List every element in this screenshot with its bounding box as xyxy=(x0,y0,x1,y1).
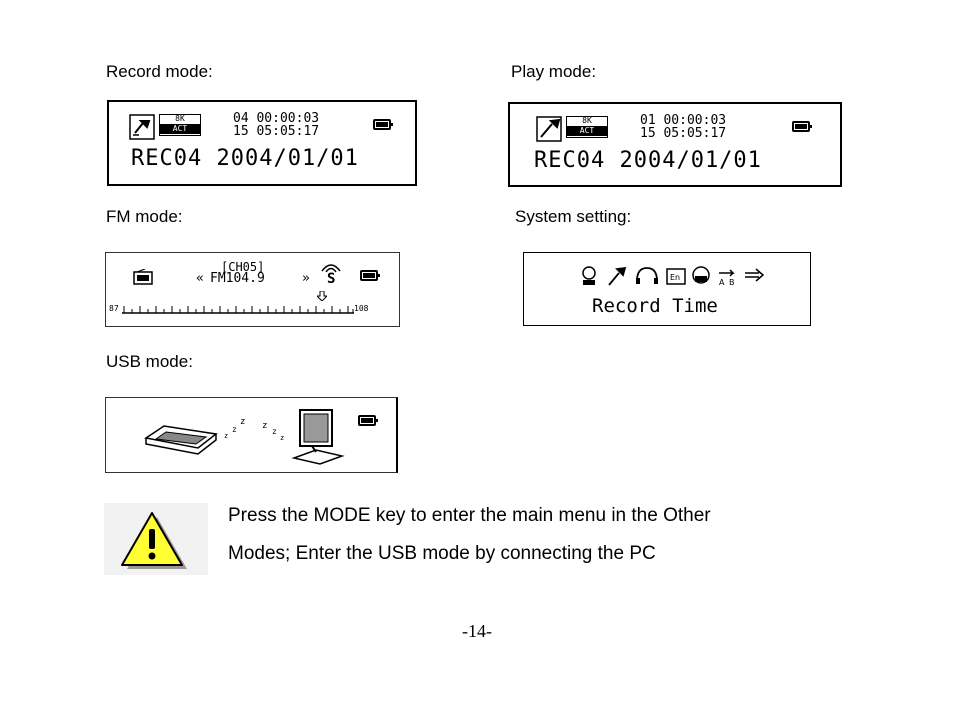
usb-mode-screen: z z z z z z xyxy=(105,397,398,473)
battery-icon xyxy=(373,119,393,130)
quality-badge: 8K ACT xyxy=(159,114,201,136)
record-mode-label: Record mode: xyxy=(106,62,213,81)
play-mode-label: Play mode: xyxy=(511,62,597,81)
scale-max: 108 xyxy=(354,304,369,313)
pen-play-icon xyxy=(536,116,562,142)
record-counter-line1: 04 00:00:03 xyxy=(233,111,320,126)
radio-icon xyxy=(133,269,153,285)
fm-frequency-right-arrows: » xyxy=(302,271,310,286)
bitrate-text: 8K xyxy=(567,117,607,127)
frequency-scale xyxy=(122,306,354,314)
svg-text:z: z xyxy=(272,427,277,436)
svg-text:z: z xyxy=(240,417,245,427)
act-text: ACT xyxy=(160,125,200,134)
data-transfer-icon: z z z z z z xyxy=(224,417,284,442)
svg-text:B: B xyxy=(729,278,735,287)
play-counter-line1: 01 00:00:03 xyxy=(640,113,727,128)
svg-text:z: z xyxy=(224,432,228,440)
bitrate-text: 8K xyxy=(160,115,200,125)
note-line2: Modes; Enter the USB mode by connecting … xyxy=(228,543,656,564)
svg-text:En: En xyxy=(670,273,680,282)
battery-icon xyxy=(360,270,380,281)
language-icon: En xyxy=(666,268,686,285)
svg-text:z: z xyxy=(232,425,237,434)
page-number: -14- xyxy=(462,621,492,641)
battery-icon xyxy=(792,121,812,132)
svg-text:A: A xyxy=(719,278,725,287)
signal-icon xyxy=(321,264,341,273)
usb-mode-label: USB mode: xyxy=(106,352,193,371)
microphone-icon xyxy=(608,266,627,286)
fm-frequency-left-arrows: « xyxy=(196,271,204,286)
scale-min: 87 xyxy=(109,304,119,313)
arrow-right-icon xyxy=(745,268,765,282)
quality-badge: 8K ACT xyxy=(566,116,608,138)
tuning-pointer-icon xyxy=(317,291,327,301)
system-setting-text: Record Time xyxy=(592,295,718,317)
save-icon xyxy=(692,266,710,284)
fm-mode-screen: [CH05] « FM104.9 » S 87 108 xyxy=(105,252,400,327)
microphone-icon xyxy=(129,114,155,140)
record-mode-screen: 8K ACT 04 00:00:03 15 05:05:17 REC04 200… xyxy=(107,100,417,186)
play-main-text: REC04 2004/01/01 xyxy=(534,148,762,173)
play-mode-screen: 8K ACT 01 00:00:03 15 05:05:17 REC04 200… xyxy=(508,102,842,187)
note-line1: Press the MODE key to enter the main men… xyxy=(228,505,711,526)
system-setting-label: System setting: xyxy=(515,207,632,226)
act-text: ACT xyxy=(567,127,607,136)
fm-frequency: FM104.9 xyxy=(210,271,265,286)
svg-text:z: z xyxy=(262,421,267,431)
fm-mode-label: FM mode: xyxy=(106,207,183,226)
svg-text:z: z xyxy=(280,434,284,442)
note-text: Press the MODE key to enter the main men… xyxy=(228,497,828,573)
play-counter-line2: 15 05:05:17 xyxy=(640,126,727,141)
recorder-icon xyxy=(582,266,596,285)
warning-icon xyxy=(104,503,208,575)
battery-icon xyxy=(358,415,378,426)
record-main-text: REC04 2004/01/01 xyxy=(131,146,359,171)
record-counter-line2: 15 05:05:17 xyxy=(233,124,320,139)
fm-channel: [CH05] xyxy=(221,260,265,274)
computer-monitor-icon xyxy=(291,409,345,465)
player-device-icon xyxy=(144,425,218,455)
stereo-indicator: S xyxy=(327,271,336,287)
headphone-icon xyxy=(636,267,658,284)
